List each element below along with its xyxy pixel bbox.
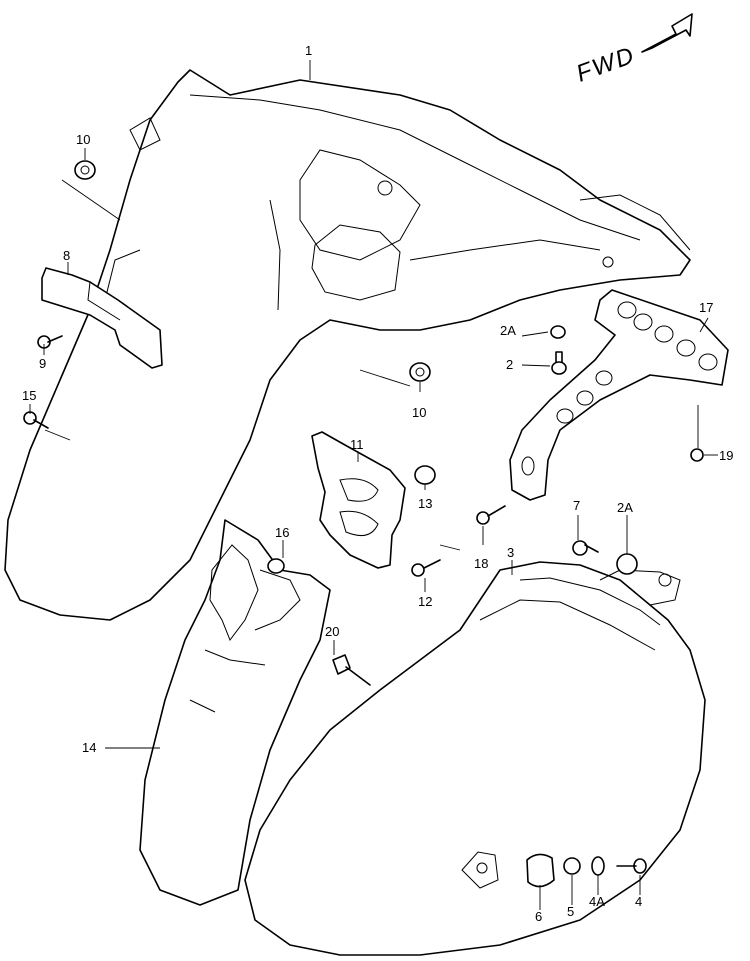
screw-18: [476, 511, 490, 525]
front-fender: [244, 561, 706, 956]
rear-fender-assembly: [4, 69, 691, 621]
grommet-6: [526, 853, 555, 888]
callout-label: 19: [719, 448, 733, 463]
brace-plate: [509, 289, 729, 501]
callout-label: 9: [39, 356, 46, 371]
callout-label: 2A: [500, 323, 516, 338]
forward-direction-indicator: FWD: [573, 13, 693, 88]
callout-label: 10: [412, 405, 426, 420]
bolt-20: [332, 654, 351, 675]
hardware-items: [23, 160, 704, 888]
screw-12: [411, 563, 425, 577]
callout-label: 6: [535, 909, 542, 924]
collar-5: [563, 857, 581, 875]
callout-label: 17: [699, 300, 713, 315]
inner-fender: [139, 519, 331, 906]
nut-10-lower: [409, 362, 431, 382]
bolt-7: [572, 540, 588, 556]
callout-label: 1: [305, 43, 312, 58]
callout-label: 18: [474, 556, 488, 571]
callout-label: 8: [63, 248, 70, 263]
callout-label: 3: [507, 545, 514, 560]
washer-2a-upper: [550, 325, 566, 339]
callout-label: 5: [567, 904, 574, 919]
forward-arrow-icon: [641, 13, 693, 53]
small-bracket: [41, 267, 163, 369]
callout-labels: 1 2 2A 2A 3 4 4A 5 6 7 8 9 10 10 11 12 1…: [22, 43, 733, 924]
leader-lines: [29, 60, 718, 910]
screw-19: [690, 448, 704, 462]
washer-4a: [591, 856, 605, 876]
callout-label: 10: [76, 132, 90, 147]
callout-label: 2: [506, 357, 513, 372]
fwd-label: FWD: [573, 42, 639, 88]
callout-label: 16: [275, 525, 289, 540]
callout-label: 14: [82, 740, 96, 755]
nut-10-upper: [74, 160, 96, 180]
callout-label: 13: [418, 496, 432, 511]
callout-label: 12: [418, 594, 432, 609]
callout-label: 2A: [617, 500, 633, 515]
callout-label: 11: [350, 437, 364, 452]
callout-label: 20: [325, 624, 339, 639]
nut-2a-lower: [616, 553, 638, 575]
callout-label: 4A: [589, 894, 605, 909]
nut-13: [414, 465, 436, 485]
callout-label: 7: [573, 498, 580, 513]
bolt-2: [551, 361, 567, 375]
callout-label: 15: [22, 388, 36, 403]
grommet-16: [267, 558, 285, 574]
callout-label: 4: [635, 894, 642, 909]
plate-bracket: [311, 431, 406, 569]
